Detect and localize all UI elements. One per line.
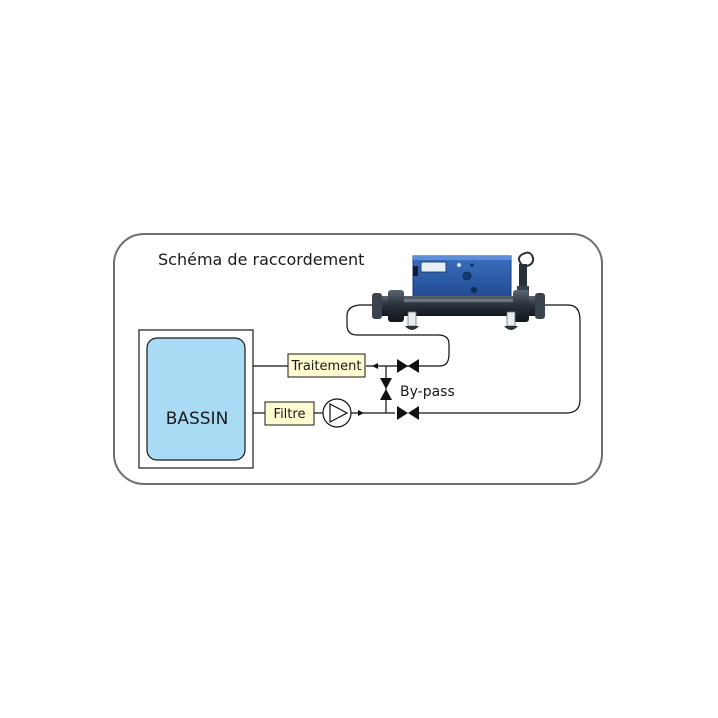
uv-unit xyxy=(372,251,545,330)
display-screen-icon xyxy=(420,261,447,273)
treatment-box xyxy=(287,353,366,378)
pump-icon xyxy=(322,398,352,428)
pool-label: BASSIN xyxy=(166,409,229,429)
filter-label: Filtre xyxy=(274,407,306,422)
filter-valve-icon xyxy=(397,406,419,420)
flow-arrow-supply xyxy=(358,410,364,416)
filter-box xyxy=(264,401,315,426)
flow-arrow-return xyxy=(372,363,378,369)
bypass-valve-icon xyxy=(380,378,392,400)
bypass-label: By-pass xyxy=(400,384,455,400)
indicator-light-icon xyxy=(457,263,461,267)
diagram-title: Schéma de raccordement xyxy=(158,250,364,269)
treatment-valve-icon xyxy=(397,359,419,373)
treatment-label: Traitement xyxy=(290,359,361,374)
pool-basin xyxy=(146,337,246,461)
speaker-icon xyxy=(462,271,472,281)
knob-icon xyxy=(471,287,477,293)
